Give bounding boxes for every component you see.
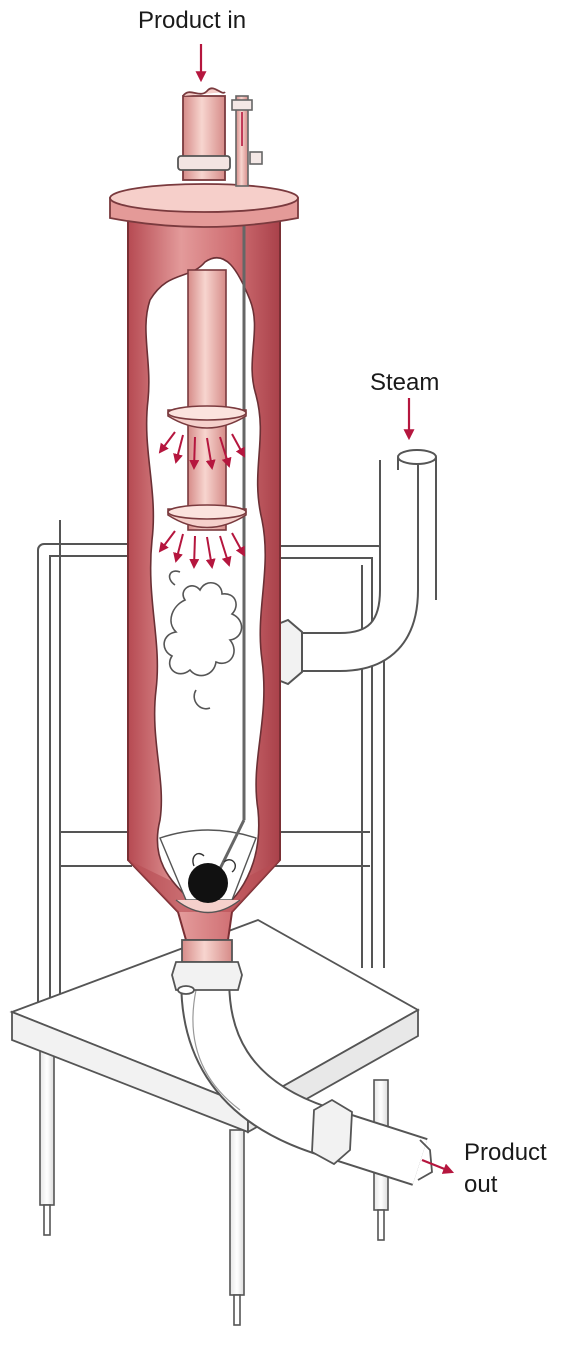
top-flange bbox=[110, 184, 298, 227]
lid-valve bbox=[232, 96, 262, 186]
product-out-label-line2: out bbox=[464, 1170, 497, 1200]
product-out-label-line1: Product bbox=[464, 1138, 547, 1168]
product-inlet-pipe bbox=[178, 88, 230, 180]
product-in-label: Product in bbox=[138, 6, 246, 36]
outlet-coupling bbox=[172, 940, 242, 994]
steam-label: Steam bbox=[370, 368, 439, 398]
steam-pipe bbox=[262, 450, 436, 684]
product-out-arrow bbox=[422, 1160, 452, 1172]
